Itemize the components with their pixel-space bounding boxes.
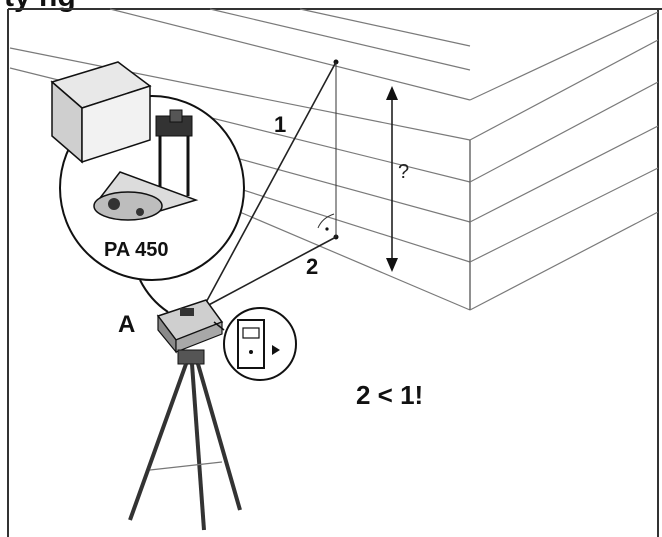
unknown-height-label: ? bbox=[398, 161, 409, 183]
bracket-mount bbox=[93, 109, 199, 221]
line-1-label: 1 bbox=[274, 112, 286, 137]
measurement-line-2 bbox=[202, 236, 337, 309]
laser-meter-icon bbox=[50, 61, 152, 164]
measurement-line-1 bbox=[202, 61, 337, 309]
accessory-detail-callout bbox=[50, 61, 245, 313]
building-side-face bbox=[469, 11, 659, 311]
height-dimension bbox=[386, 86, 398, 272]
partial-title: ty ng bbox=[4, 0, 76, 13]
point-a-label: A bbox=[118, 311, 135, 338]
rule-label: 2 < 1! bbox=[356, 380, 423, 410]
frame bbox=[7, 8, 662, 537]
laser-meter-front-callout bbox=[213, 307, 297, 381]
line-2-label: 2 bbox=[306, 254, 318, 279]
tripod-icon bbox=[128, 299, 242, 531]
accessory-name-label: PA 450 bbox=[104, 239, 168, 261]
right-angle-mark-icon bbox=[317, 213, 335, 231]
